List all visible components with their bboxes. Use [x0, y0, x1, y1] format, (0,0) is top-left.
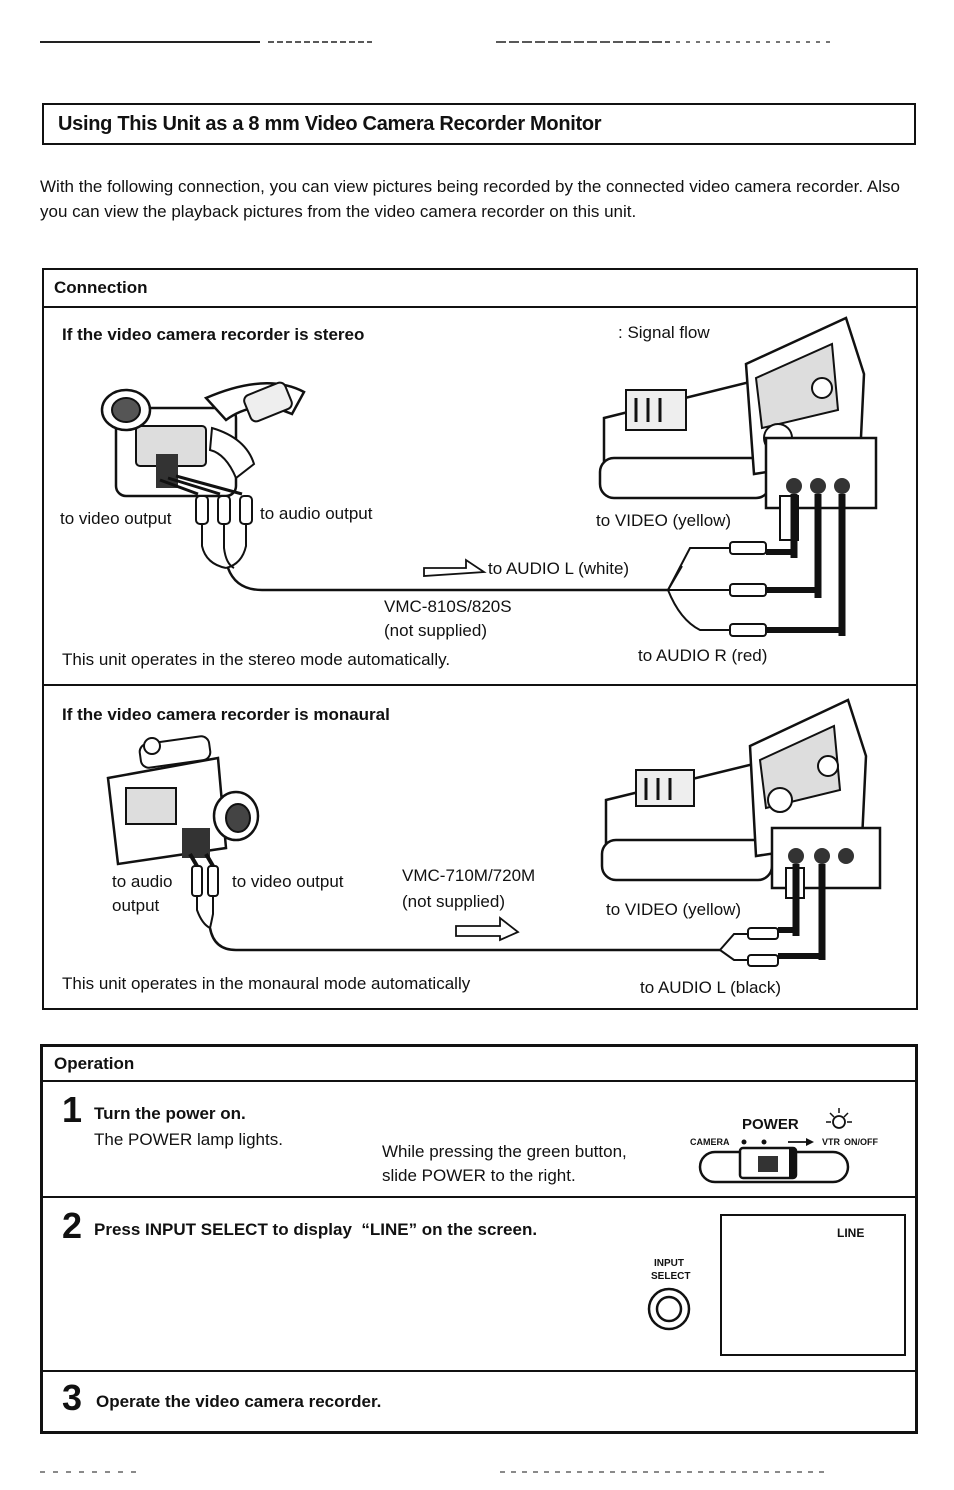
power-switch-illustration[interactable]: [680, 1106, 880, 1184]
mono-output: output: [112, 896, 160, 915]
connection-header: Connection: [54, 278, 148, 297]
operation-box: [40, 1044, 918, 1434]
step-3-title: Operate the video camera recorder.: [96, 1392, 382, 1411]
step-2-title: Press INPUT SELECT to display “LINE” on …: [94, 1220, 538, 1239]
input-select-button-icon[interactable]: [646, 1286, 692, 1332]
step-divider-2: [40, 1370, 918, 1372]
screen-line-text: LINE: [837, 1226, 865, 1240]
signal-flow-label: : Signal flow: [618, 323, 710, 342]
step-divider-1: [40, 1196, 918, 1198]
stereo-to-audio-r-red: to AUDIO R (red): [638, 646, 768, 665]
mono-to-video-output: to video output: [232, 872, 344, 891]
stereo-camcorder-illustration: [100, 381, 306, 569]
step-2-number: 2: [62, 1205, 83, 1246]
step-1-text: The POWER lamp lights.: [94, 1130, 283, 1149]
power-label: POWER: [742, 1116, 799, 1133]
section-title-box: Using This Unit as a 8 mm Video Camera R…: [42, 103, 916, 145]
section-title: Using This Unit as a 8 mm Video Camera R…: [58, 113, 602, 135]
mono-not-supplied: (not supplied): [402, 892, 506, 911]
mono-to-audio-l-black: to AUDIO L (black): [640, 978, 782, 997]
operation-header: Operation: [54, 1054, 135, 1073]
onoff-label: ON/OFF: [844, 1137, 878, 1147]
power-lamp-icon: [832, 1115, 846, 1129]
screen-display-box: LINE: [720, 1214, 906, 1356]
stereo-to-video-yellow: to VIDEO (yellow): [596, 511, 732, 530]
camera-label: CAMERA: [690, 1137, 730, 1147]
stereo-note: This unit operates in the stereo mode au…: [62, 650, 451, 669]
stereo-not-supplied: (not supplied): [384, 621, 488, 640]
mono-to-video-yellow: to VIDEO (yellow): [606, 900, 742, 919]
top-dash-lines: [40, 41, 830, 43]
input-select-label-2: SELECT: [651, 1271, 691, 1282]
mono-camcorder-illustration: [106, 735, 260, 929]
operation-header-divider: [40, 1080, 918, 1082]
connection-middle-divider: [42, 684, 918, 686]
connection-header-divider: [42, 306, 918, 308]
monaural-heading: If the video camera recorder is monaural: [62, 705, 390, 724]
stereo-heading: If the video camera recorder is stereo: [62, 325, 365, 344]
stereo-to-audio-l-white: to AUDIO L (white): [488, 559, 630, 578]
step-1-number: 1: [62, 1089, 83, 1130]
stereo-cable-model: VMC-810S/820S: [384, 597, 512, 616]
mono-monitor-unit-illustration: [600, 698, 882, 960]
mono-note: This unit operates in the monaural mode …: [62, 974, 471, 993]
vtr-label: VTR: [822, 1137, 840, 1147]
bottom-dash-lines: [40, 1471, 830, 1473]
connection-box: [42, 268, 918, 1010]
step-1-instruction-line1: While pressing the green button,: [382, 1142, 627, 1161]
stereo-to-video-output: to video output: [60, 509, 172, 528]
step-3-number: 3: [62, 1377, 83, 1418]
mono-cable-model: VMC-710M/720M: [402, 866, 536, 885]
step-1-title: Turn the power on.: [94, 1104, 246, 1123]
stereo-to-audio-output: to audio output: [260, 504, 373, 523]
input-select-label-1: INPUT: [654, 1258, 684, 1269]
intro-paragraph: With the following connection, you can v…: [40, 177, 900, 221]
step-1-instruction-line2: slide POWER to the right.: [382, 1166, 576, 1185]
mono-to-audio: to audio: [112, 872, 173, 891]
stereo-monitor-unit-illustration: [598, 316, 878, 636]
